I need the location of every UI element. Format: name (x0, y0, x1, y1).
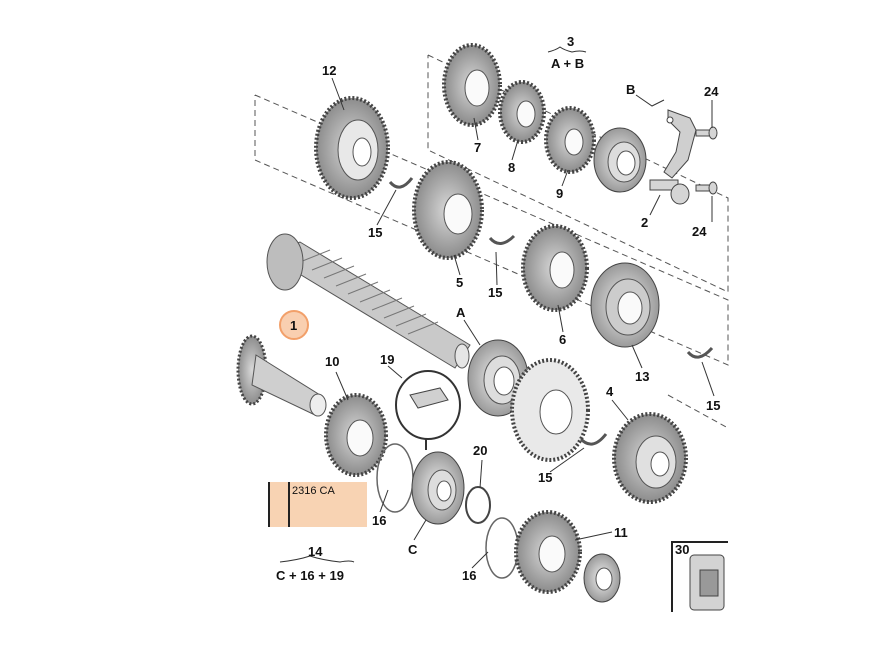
label-c: C (408, 542, 418, 557)
circlip-15-c (686, 346, 714, 359)
label-12: 12 (322, 63, 336, 78)
label-15-c: 15 (706, 398, 720, 413)
gear-10 (324, 393, 388, 477)
label-a: A (456, 305, 466, 320)
circlip-16-right (485, 517, 519, 579)
screw-24-top (695, 126, 718, 140)
bearing-a (467, 339, 529, 417)
label-11: 11 (614, 525, 628, 540)
gear-7 (442, 43, 502, 127)
reference-code: 2316 CA (292, 485, 335, 497)
label-24-bottom: 24 (692, 224, 707, 239)
key-19-detail (395, 370, 461, 450)
screw-24-bottom (695, 181, 718, 195)
label-6: 6 (559, 332, 566, 347)
label-5: 5 (456, 275, 463, 290)
label-19: 19 (380, 352, 394, 367)
label-15-b: 15 (488, 285, 502, 300)
label-b: B (626, 82, 635, 97)
gear-12 (314, 96, 390, 200)
label-13: 13 (635, 369, 649, 384)
gear-4 (612, 412, 688, 504)
label-24-top: 24 (704, 84, 719, 99)
gear-5 (412, 160, 484, 260)
label-15-a: 15 (368, 225, 382, 240)
part-30-inset (671, 541, 728, 612)
label-16-right: 16 (462, 568, 476, 583)
leader-lines (279, 46, 715, 569)
circlip-16-left (376, 443, 414, 513)
circlip-15-a (388, 177, 414, 189)
ring-gear-4-inner (510, 358, 590, 462)
synchro-c (411, 451, 465, 525)
label-16-left: 16 (372, 513, 386, 528)
label-group-c-16-19: C + 16 + 19 (276, 568, 344, 583)
label-8: 8 (508, 160, 515, 175)
gear-6 (521, 224, 589, 312)
label-14: 14 (308, 544, 323, 559)
circlip-15-d (578, 433, 608, 446)
fork-bracket (663, 109, 697, 179)
circlip-15-b (488, 234, 516, 245)
ring-20 (465, 486, 491, 524)
synchro-13 (590, 262, 660, 348)
label-1: 1 (290, 318, 297, 333)
label-3: 3 (567, 34, 574, 49)
label-15-d: 15 (538, 470, 552, 485)
gear-11 (514, 510, 582, 594)
label-7: 7 (474, 140, 481, 155)
label-30: 30 (675, 542, 689, 557)
gear-8 (498, 80, 546, 144)
part-1-highlight (279, 310, 309, 340)
bolt-2 (649, 179, 690, 205)
main-shaft (266, 233, 471, 369)
label-group-a-b: A + B (551, 56, 584, 71)
reference-divider (288, 482, 290, 527)
small-bearing (583, 553, 621, 603)
secondary-shaft (236, 334, 327, 417)
label-4: 4 (606, 384, 614, 399)
label-2: 2 (641, 215, 648, 230)
bearing-b (593, 127, 647, 193)
label-9: 9 (556, 186, 563, 201)
label-10: 10 (325, 354, 339, 369)
gear-9 (544, 106, 596, 174)
label-20: 20 (473, 443, 487, 458)
reference-code-box: 2316 CA (268, 482, 367, 527)
